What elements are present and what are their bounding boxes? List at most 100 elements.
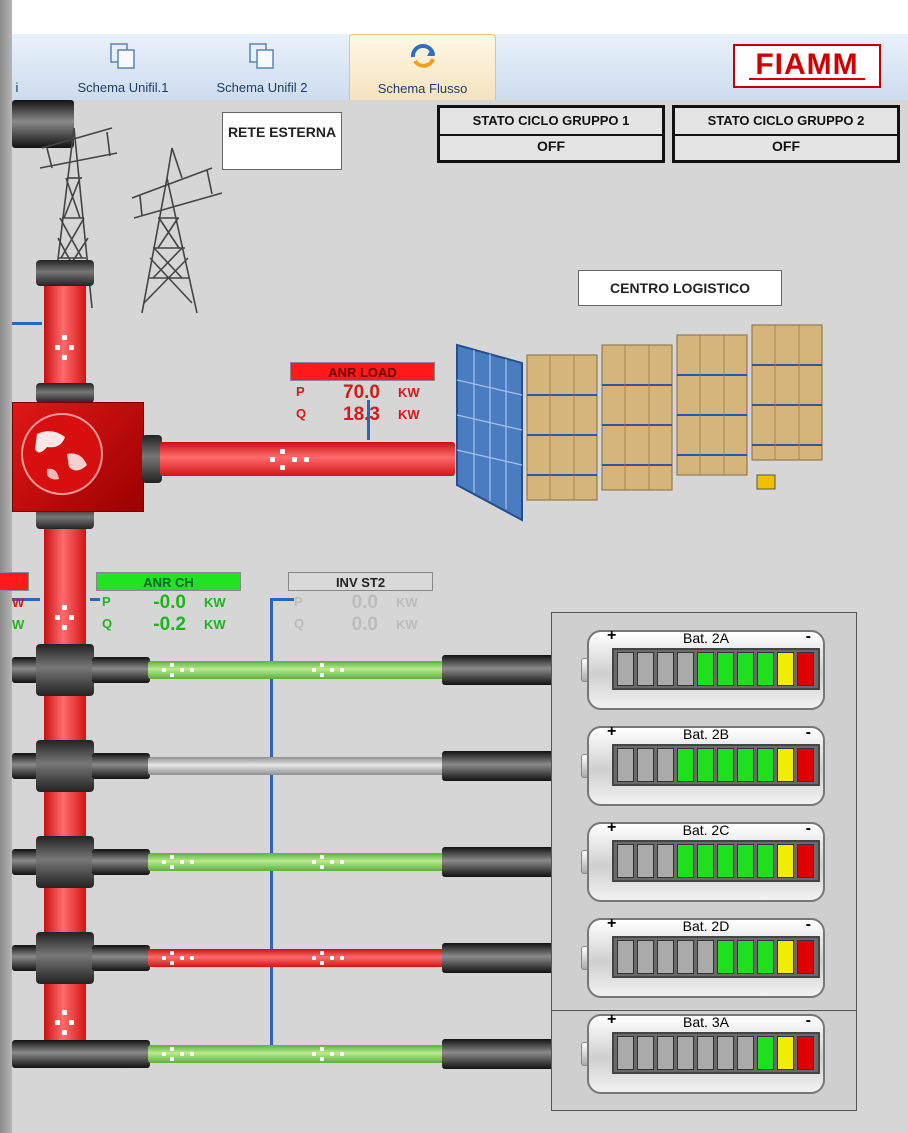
pipe-stub [12, 849, 38, 875]
charge-cell-green [677, 844, 694, 878]
signal-wire [12, 598, 40, 601]
charge-cell-red [797, 844, 814, 878]
charge-cell-green [677, 748, 694, 782]
partial-panel: W W [0, 572, 29, 635]
plus-terminal: + [607, 915, 617, 932]
tab-schema-unifil-2[interactable]: Schema Unifil 2 [200, 34, 324, 100]
charge-cell-empty [637, 940, 654, 974]
battery-bat-2d[interactable]: + Bat. 2D - [581, 915, 825, 998]
minus-terminal: - [805, 820, 811, 837]
panel-row-p: P -0.0 KW [96, 592, 241, 614]
minus-terminal: - [805, 628, 811, 645]
stato-title: STATO CICLO GRUPPO 1 [440, 108, 662, 136]
centro-logistico-label: CENTRO LOGISTICO [578, 270, 782, 306]
charge-cell-empty [617, 844, 634, 878]
charge-cell-green [757, 1036, 774, 1070]
pages-icon [249, 43, 274, 69]
charge-cell-green [697, 652, 714, 686]
panel-row-p: P 70.0 KW [290, 382, 435, 404]
charge-cells [612, 1032, 820, 1074]
battery-bat-3a[interactable]: + Bat. 3A - [581, 1011, 825, 1094]
charge-cell-empty [617, 1036, 634, 1070]
pipe-collar [36, 260, 94, 286]
panel-title [0, 572, 29, 591]
row-unit: KW [204, 595, 226, 610]
panel-row: W [0, 614, 29, 636]
inv-st2-panel[interactable]: INV ST2 P 0.0 KW Q 0.0 KW [288, 572, 433, 635]
pipe-stub [92, 945, 150, 971]
pipe-stub [12, 1040, 150, 1068]
charge-cell-empty [617, 940, 634, 974]
panel-title: ANR LOAD [290, 362, 435, 381]
charge-cell-green [757, 748, 774, 782]
row-key: P [296, 384, 305, 399]
anr-ch-panel[interactable]: ANR CH P -0.0 KW Q -0.2 KW [96, 572, 241, 635]
pipe-collar [142, 435, 162, 483]
branch-pipe-green [148, 853, 444, 871]
row-value: -0.2 [153, 614, 186, 635]
globe-icon [21, 413, 103, 495]
battery-name: Bat. 3A [683, 1014, 729, 1030]
tab-previous[interactable]: i [4, 34, 30, 100]
pipe-stub [12, 657, 38, 683]
branch-pipe-green [148, 661, 444, 679]
signal-wire [270, 598, 294, 601]
row-key: Q [294, 616, 305, 631]
logo-underline [749, 78, 865, 80]
charge-cells [612, 648, 820, 690]
charge-cell-green [757, 844, 774, 878]
charge-cell-red [797, 652, 814, 686]
charge-cell-green [757, 940, 774, 974]
flow-arrow-right [162, 662, 198, 678]
warehouse-icon [456, 324, 823, 522]
row-value: -0.0 [153, 592, 186, 613]
tab-schema-flusso[interactable]: Schema Flusso [349, 34, 496, 101]
charge-cell-yellow [777, 940, 794, 974]
flow-arrow-right [270, 445, 314, 473]
charge-cell-empty [617, 748, 634, 782]
tab-label: Schema Flusso [377, 81, 468, 96]
charge-cell-green [757, 652, 774, 686]
panel-row-q: Q 0.0 KW [288, 614, 433, 636]
row-key: Q [296, 406, 307, 421]
tab-label: Schema Unifil 2 [216, 80, 308, 95]
fiamm-logo: FIAMM [733, 44, 881, 88]
plus-terminal: + [607, 1011, 617, 1028]
frame-divider [552, 1010, 856, 1011]
charge-cell-green [717, 844, 734, 878]
power-pylon-icon [39, 127, 223, 314]
row-unit: W [12, 617, 25, 632]
minus-terminal: - [805, 916, 811, 933]
row-key: P [294, 594, 303, 609]
charge-cells [612, 744, 820, 786]
row-unit: KW [396, 617, 418, 632]
panel-row-p: P 0.0 KW [288, 592, 433, 614]
title-strip [12, 0, 908, 34]
pages-icon [110, 43, 135, 69]
battery-bat-2c[interactable]: + Bat. 2C - [581, 819, 825, 902]
flow-arrow-right [312, 1046, 348, 1062]
battery-bat-2b[interactable]: + Bat. 2B - [581, 723, 825, 806]
charge-cell-empty [637, 844, 654, 878]
charge-cell-green [737, 652, 754, 686]
pipe-collar [36, 383, 94, 403]
flow-arrow-right [312, 854, 348, 870]
row-unit: KW [398, 407, 420, 422]
battery-bat-2a[interactable]: + Bat. 2A - [581, 627, 825, 710]
charge-cell-yellow [777, 652, 794, 686]
tab-schema-unifil-1[interactable]: Schema Unifil.1 [64, 34, 182, 100]
pipe-collar [36, 932, 94, 984]
stato-value: OFF [537, 138, 565, 154]
grid-node[interactable] [12, 402, 144, 512]
signal-wire [367, 400, 370, 440]
branch-pipe-green [148, 1045, 444, 1063]
flow-arrow-right [162, 854, 198, 870]
pipe-stub [92, 753, 150, 779]
charge-cell-empty [657, 748, 674, 782]
window-edge [0, 0, 12, 1133]
anr-load-panel[interactable]: ANR LOAD P 70.0 KW Q 18.3 KW [290, 362, 435, 425]
row-value: 18.3 [343, 404, 380, 425]
panel-row: W [0, 592, 29, 614]
flow-diagram: RETE ESTERNA STATO CICLO GRUPPO 1 OFF ST… [0, 100, 908, 1133]
charge-cell-red [797, 748, 814, 782]
